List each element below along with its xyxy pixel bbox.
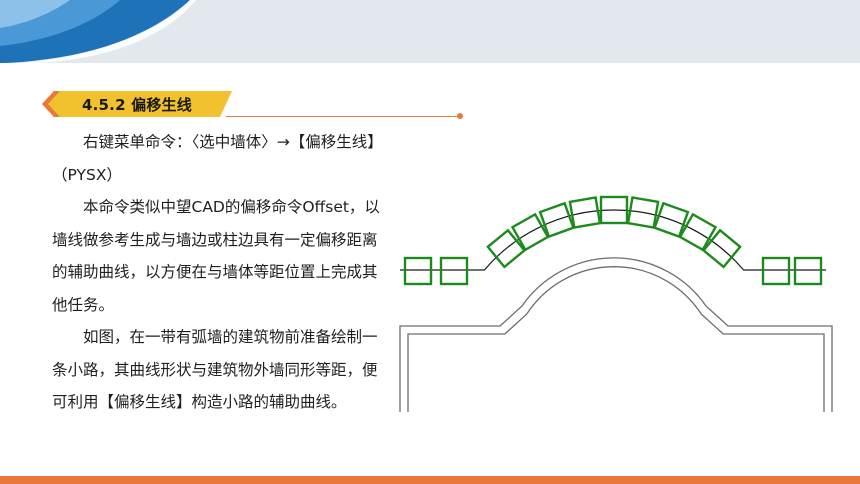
offset-box	[510, 212, 550, 252]
offset-box	[403, 256, 433, 286]
offset-center-line	[400, 209, 826, 271]
offset-curve-diagram-icon	[399, 195, 833, 412]
building-wall-line	[399, 257, 833, 412]
offset-box	[439, 256, 469, 286]
paragraph-example: 如图，在一带有弧墙的建筑物前准备绘制一条小路，其曲线形状与建筑物外墙同形等距，便…	[52, 328, 378, 411]
title-underline	[226, 116, 460, 117]
footer-bar	[0, 476, 860, 484]
offset-box	[653, 201, 690, 239]
title-underline-dot	[457, 113, 463, 119]
section-title: 4.5.2 偏移生线	[82, 96, 192, 114]
offset-box	[626, 196, 660, 229]
offset-box	[678, 212, 718, 252]
offset-box	[599, 195, 629, 225]
section-tab-shape	[42, 91, 232, 117]
offset-box	[538, 201, 575, 239]
offset-box	[793, 256, 823, 286]
offset-box	[486, 228, 527, 269]
paragraph-command: 右键菜单命令：〈选中墙体〉→【偏移生线】（PYSX）	[52, 133, 375, 184]
offset-box	[701, 228, 742, 269]
paragraph-description: 本命令类似中望CAD的偏移命令Offset，以墙线做参考生成与墙边或柱边具有一定…	[52, 198, 380, 314]
offset-box	[568, 196, 602, 229]
building-wall-line	[407, 266, 825, 412]
offset-box	[761, 256, 791, 286]
header-wave-decoration	[0, 0, 196, 63]
